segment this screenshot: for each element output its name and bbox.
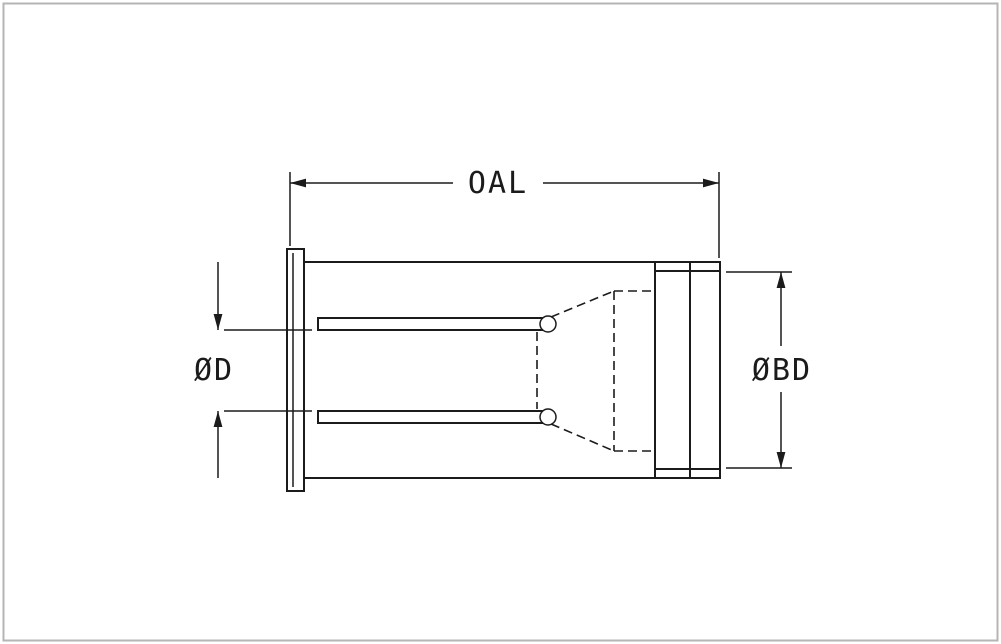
diameter-d-dimension: ØD <box>194 262 312 478</box>
hidden-taper-line <box>550 290 615 318</box>
oal-dimension: OAL <box>289 166 720 258</box>
hidden-bore-lines <box>536 290 655 452</box>
slot-relief-hole-icon <box>539 408 557 426</box>
collet-slot-top <box>317 315 557 333</box>
diameter-bd-dimension: ØBD <box>726 271 812 469</box>
slot-relief-hole-icon <box>539 315 557 333</box>
part-flange <box>286 248 305 492</box>
arrowhead-right-icon <box>703 178 719 188</box>
diameter-bd-label: ØBD <box>752 353 812 388</box>
diameter-d-label: ØD <box>194 353 234 388</box>
oal-label: OAL <box>468 166 528 201</box>
arrowhead-left-icon <box>290 178 306 188</box>
collet-slot-bottom <box>317 408 557 426</box>
hidden-taper-line <box>550 423 615 452</box>
arrowhead-up-icon <box>776 272 786 288</box>
arrowhead-down-icon <box>776 452 786 468</box>
arrowhead-down-icon <box>213 314 223 330</box>
arrowhead-up-icon <box>213 411 223 427</box>
part-body <box>303 261 721 479</box>
